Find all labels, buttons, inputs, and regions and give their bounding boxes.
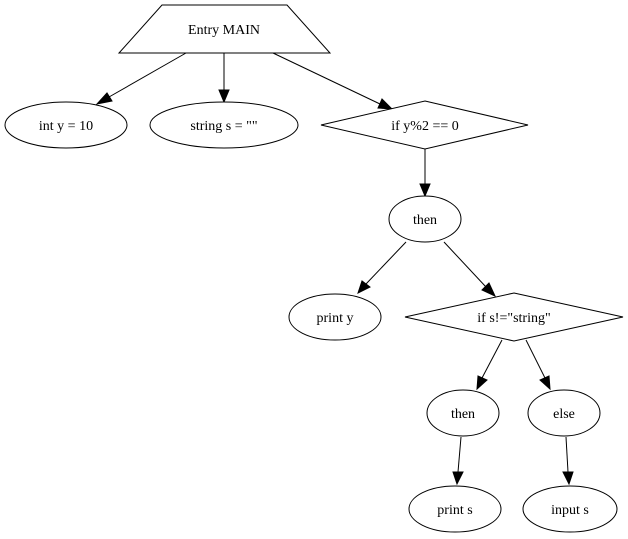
node-decl-s-label: string s = ""	[190, 119, 257, 134]
edge-if2-to-then2	[476, 339, 503, 391]
edge-then1-to-print-y	[357, 241, 407, 294]
node-print-s: print s	[408, 485, 502, 533]
node-else2-label: else	[553, 407, 575, 422]
node-print-y-label: print y	[317, 311, 354, 326]
node-decl-y: int y = 10	[4, 101, 128, 149]
node-print-y: print y	[288, 293, 382, 341]
edge-if1-to-then1	[419, 149, 431, 198]
node-if1-label: if y%2 == 0	[391, 119, 459, 134]
node-if1: if y%2 == 0	[320, 100, 529, 150]
node-then2: then	[426, 389, 500, 437]
node-input-s: input s	[522, 485, 618, 533]
edge-else2-to-input-s	[562, 436, 574, 486]
node-entry-label: Entry MAIN	[188, 23, 260, 38]
node-print-s-label: print s	[437, 503, 472, 518]
node-if2-label: if s!="string"	[477, 311, 550, 326]
node-input-s-label: input s	[551, 503, 589, 518]
edge-entry-to-if1	[272, 52, 394, 110]
node-else2: else	[527, 389, 601, 437]
edge-then1-to-if2	[443, 241, 497, 298]
node-if2: if s!="string"	[404, 292, 624, 342]
node-then1-label: then	[413, 213, 437, 228]
edges	[95, 52, 574, 486]
node-then2-label: then	[451, 407, 475, 422]
node-then1: then	[388, 195, 462, 243]
edge-entry-to-decl-y	[95, 52, 187, 105]
node-decl-s: string s = ""	[149, 101, 299, 149]
node-entry: Entry MAIN	[117, 4, 332, 54]
edge-if2-to-else2	[525, 339, 551, 391]
node-decl-y-label: int y = 10	[39, 119, 93, 134]
edge-then2-to-print-s	[452, 436, 464, 486]
edge-entry-to-decl-s	[218, 53, 230, 104]
